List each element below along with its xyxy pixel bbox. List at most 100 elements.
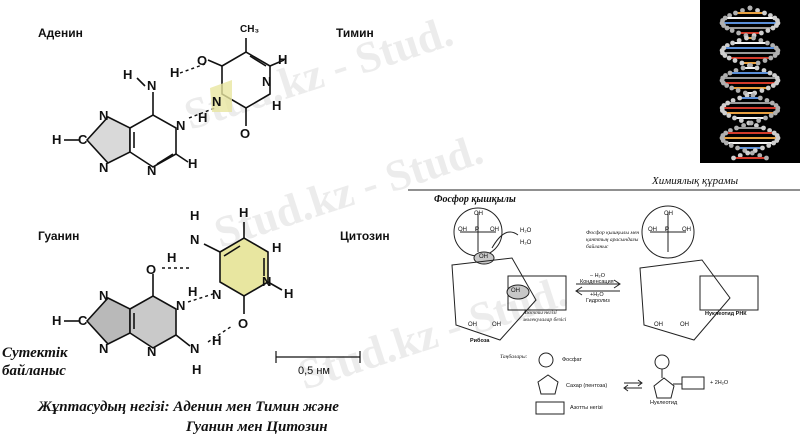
helix-backbone-atom — [735, 88, 741, 93]
guanine-structure — [64, 267, 233, 349]
atom-label: N — [99, 108, 109, 123]
atom-label: O — [146, 262, 157, 277]
helix-backbone-atom — [770, 25, 776, 31]
helix-backbone-atom — [736, 30, 742, 36]
helix-backbone-atom — [737, 153, 743, 158]
helix-backbone-atom — [772, 53, 778, 58]
helix-backbone-atom — [724, 25, 730, 31]
atom-label: C — [78, 132, 88, 147]
atom-label: N — [147, 163, 157, 178]
scale-bar — [275, 351, 361, 363]
atom-label: H — [190, 208, 200, 223]
adenine-label: Аденин — [38, 26, 83, 40]
adenine-five-ring — [85, 116, 131, 164]
helix-backbone-atom — [734, 125, 739, 131]
helix-backbone-atom — [760, 145, 765, 151]
helix-backbone-atom — [729, 85, 735, 91]
helix-backbone-atom — [749, 150, 755, 156]
p-label: P — [475, 227, 480, 233]
atom-label: H — [167, 250, 177, 265]
atom-label: H — [278, 52, 288, 67]
atom-label: H — [188, 156, 198, 171]
helix-backbone-atom — [745, 150, 751, 156]
composition-diagram — [451, 205, 759, 415]
oh-label: OH — [492, 322, 501, 328]
helix-backbone-atom — [756, 118, 762, 123]
hydrogen-bond-line1: Сутектік — [2, 345, 68, 361]
dna-helix-image — [700, 0, 800, 163]
helix-backbone-atom — [735, 145, 740, 151]
helix-backbone-atom — [736, 38, 742, 43]
adenine-structure — [64, 63, 216, 168]
h2o-label: H₂O — [520, 228, 532, 234]
legend-title: Таңбалары: — [500, 354, 528, 360]
helix-backbone-atom — [755, 8, 760, 13]
legend-base: Азотты негізі — [570, 405, 603, 411]
helix-backbone-atom — [768, 55, 774, 61]
composition-title: Химиялық құрамы — [652, 175, 739, 187]
atom-label: H — [192, 362, 202, 377]
helix-backbone-atom — [774, 23, 779, 28]
helix-backbone-atom — [733, 10, 738, 16]
atom-label: N — [190, 341, 200, 356]
atom-label: O — [197, 53, 208, 68]
adenine-six-ring — [129, 114, 177, 168]
helix-backbone-atom — [724, 83, 730, 88]
helix-backbone-atom — [748, 120, 754, 126]
helix-backbone-atom — [767, 128, 772, 133]
helix-backbone-atom — [761, 125, 766, 131]
ribose-label: Рибоза — [470, 338, 490, 344]
condensation-label: Конденсация — [580, 279, 614, 285]
helix-backbone-atom — [738, 118, 744, 123]
helix-backbone-atom — [767, 70, 773, 76]
helix-backbone-atom — [744, 35, 749, 41]
atom-label: N — [262, 274, 272, 289]
helix-backbone-atom — [721, 23, 726, 28]
atom-label: N — [99, 160, 109, 175]
helix-backbone-atom — [726, 113, 732, 118]
helix-backbone-atom — [766, 143, 772, 148]
phosphate-circle-right — [641, 205, 695, 259]
helix-backbone-atom — [765, 28, 771, 33]
nucleotide-rna-label: Нуклеотид РНК — [705, 311, 747, 317]
atom-label: H — [198, 110, 208, 125]
helix-backbone-atom — [733, 68, 739, 73]
oh-label: OH — [490, 227, 499, 233]
atom-label: N — [212, 94, 222, 109]
helix-backbone-atom — [730, 98, 736, 103]
helix-backbone-atom — [764, 98, 770, 103]
helix-backbone-atom — [747, 5, 753, 11]
nucleotide-pentagon — [639, 259, 731, 341]
atom-label: H — [272, 98, 282, 113]
legend-base-rect — [535, 401, 565, 415]
atom-label: H — [212, 333, 222, 348]
scale-bar-label: 0,5 нм — [298, 365, 330, 377]
helix-backbone-atom — [754, 65, 760, 71]
legend-phosphate: Фосфат — [562, 357, 582, 363]
cytosine-structure — [203, 222, 283, 314]
helix-backbone-atom — [737, 95, 743, 101]
atom-label: N — [147, 344, 157, 359]
atom-label: H — [52, 313, 62, 328]
helix-backbone-atom — [748, 63, 753, 68]
atom-label: H — [170, 65, 180, 80]
guanine-label: Гуанин — [38, 229, 80, 243]
cytosine-ring — [219, 237, 269, 297]
helix-backbone-atom — [744, 93, 750, 98]
methyl-label: CH₃ — [240, 24, 260, 35]
atom-label: H — [284, 286, 294, 301]
helix-backbone-atom — [741, 123, 747, 128]
atom-label: H — [272, 240, 282, 255]
atom-label: C — [78, 313, 88, 328]
helix-backbone-atom — [757, 153, 763, 158]
helix-backbone-atom — [727, 70, 733, 76]
oh-label: OH — [511, 288, 520, 294]
legend-sugar-pentagon — [537, 374, 559, 395]
base-rect-right — [699, 275, 759, 311]
atom-label: N — [99, 341, 109, 356]
helix-backbone-atom — [770, 43, 776, 48]
atom-label: N — [176, 298, 186, 313]
guanine-five-ring — [85, 297, 131, 345]
atom-label: N — [99, 288, 109, 303]
